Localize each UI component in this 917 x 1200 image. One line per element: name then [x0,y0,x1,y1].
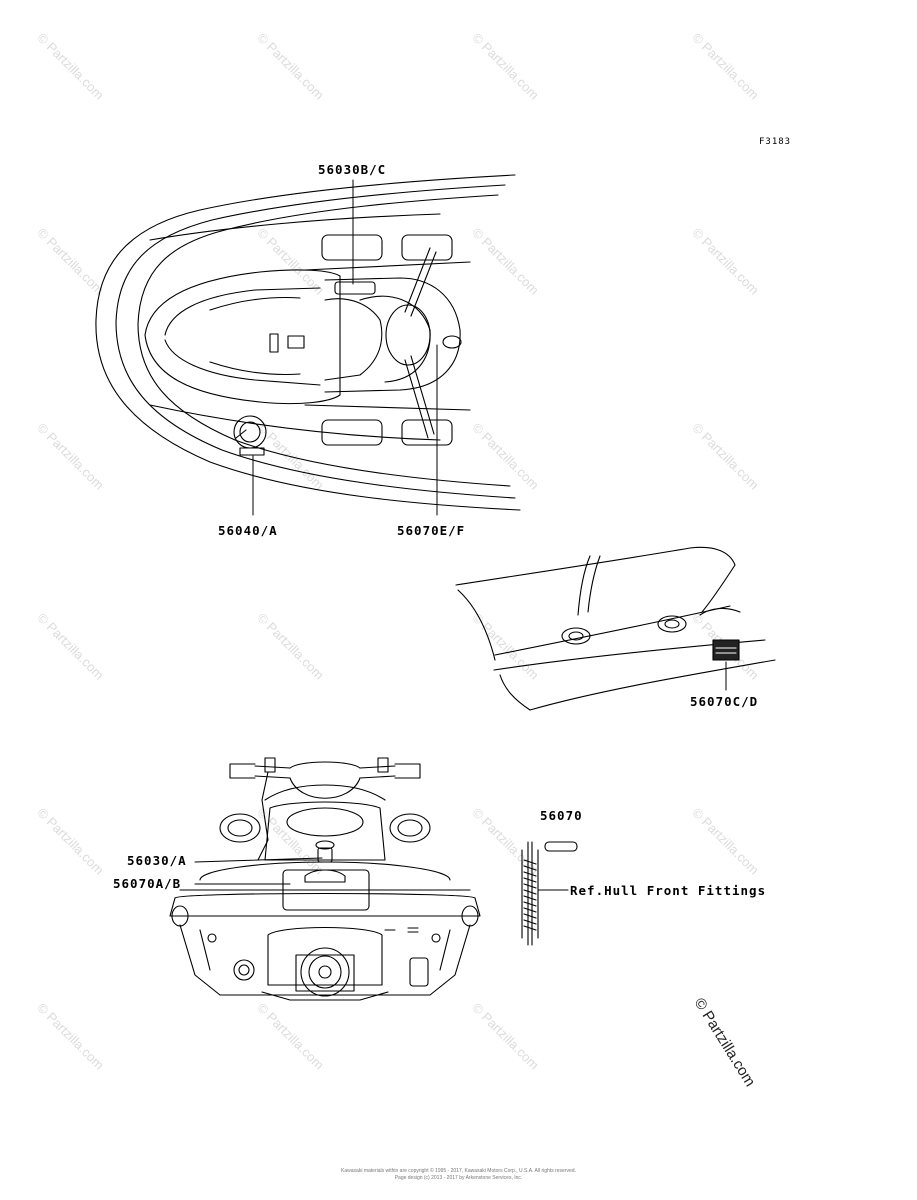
label-ref-hull-front-fittings: Ref.Hull Front Fittings [570,883,767,898]
label-56070a-b: 56070A/B [113,876,182,891]
label-56030b-c: 56030B/C [318,162,387,177]
label-56040-a: 56040/A [218,523,278,538]
copyright-line-1: Kawasaki materials within are copyright … [341,1168,576,1174]
seat-side-view [455,546,776,711]
label-56030-a: 56030/A [127,853,187,868]
leader-lines-top [252,179,438,516]
rear-view [169,757,481,1001]
label-56070e-f: 56070E/F [397,523,466,538]
hull-front-fittings [521,841,578,946]
label-56070: 56070 [540,808,583,823]
label-56070c-d: 56070C/D [690,694,759,709]
copyright-line-2: Page design (c) 2013 - 2017 by Arkenston… [394,1175,523,1181]
figure-id: F3183 [759,137,792,147]
hull-top-view [95,174,521,511]
leader-lines-rear [194,857,323,885]
